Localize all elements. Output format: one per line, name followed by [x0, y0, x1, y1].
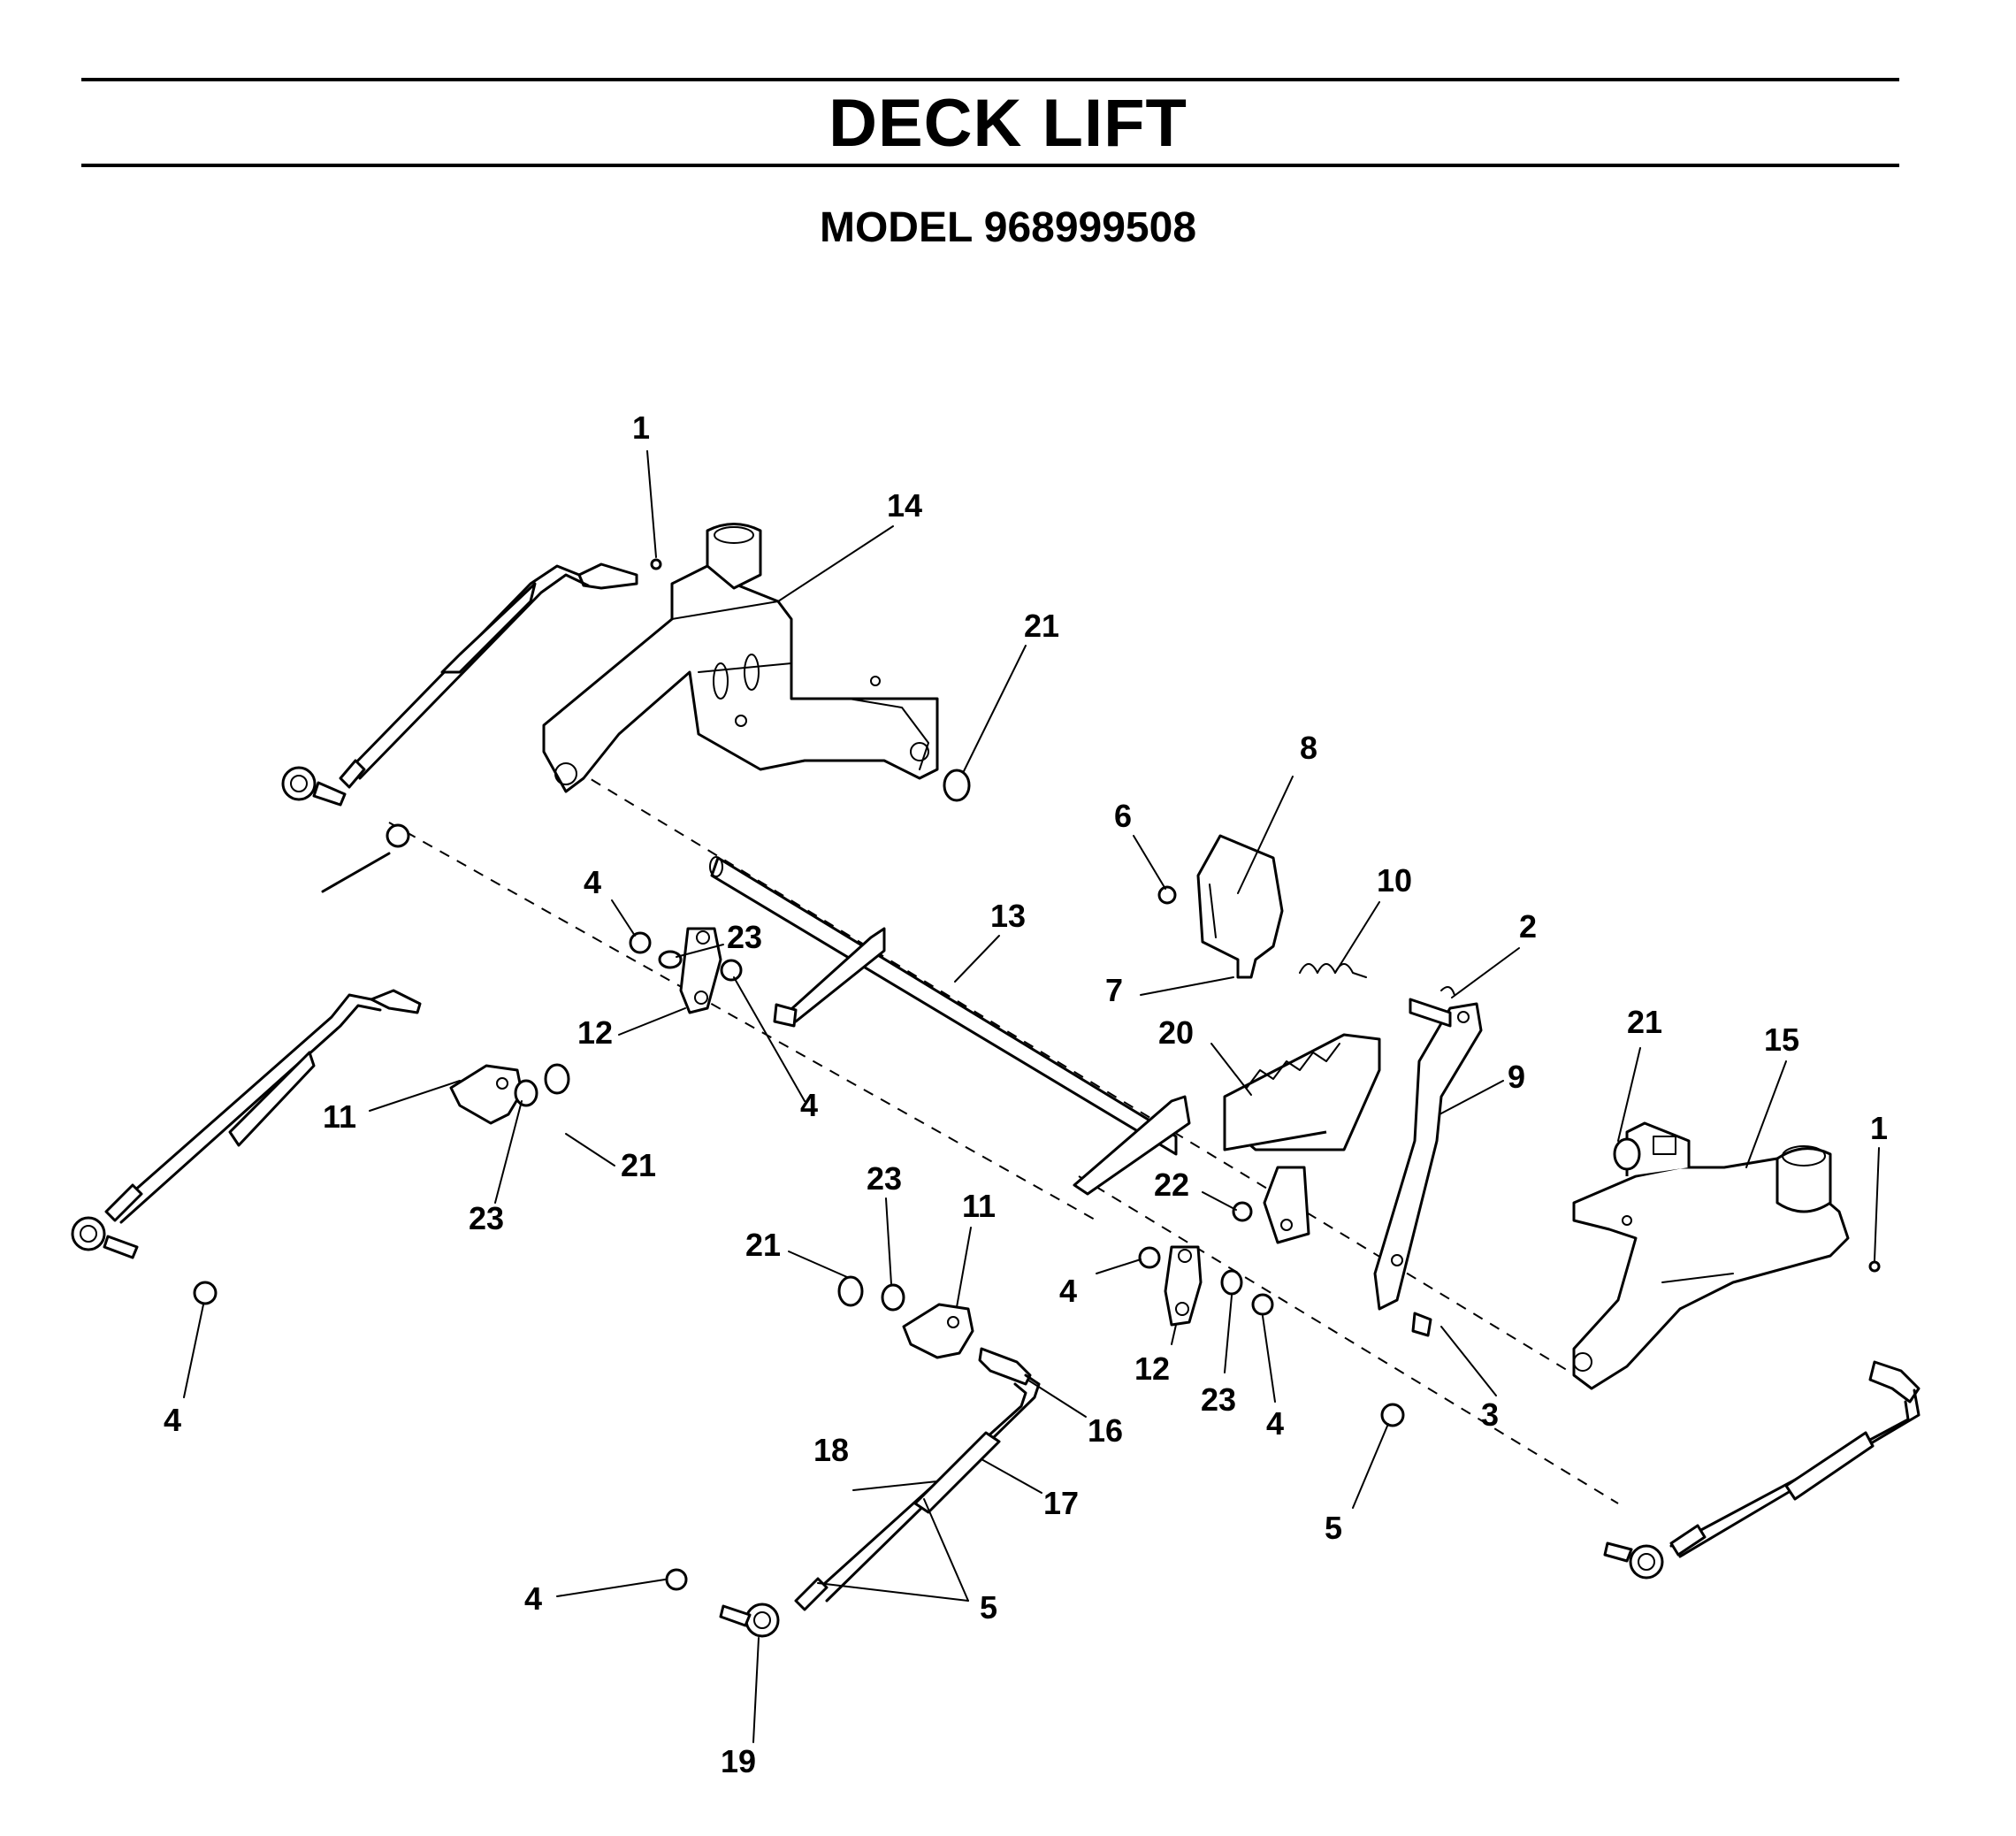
callout-4-mid: 4: [800, 1087, 818, 1123]
pedal-assembly: [1196, 834, 1483, 1311]
callout-21-center: 21: [745, 1227, 781, 1263]
callout-1-right: 1: [1870, 1110, 1888, 1146]
callout-21-right: 21: [1627, 1004, 1662, 1040]
callout-1-top: 1: [632, 409, 650, 446]
callout-5-right: 5: [1325, 1510, 1342, 1546]
bottom-rule: [81, 164, 1899, 167]
callout-4-bottom: 4: [524, 1580, 542, 1617]
right-drag-link: [1603, 1360, 1921, 1580]
callout-21-top: 21: [1024, 608, 1059, 644]
callout-5-bottom: 5: [980, 1589, 997, 1626]
callout-17: 17: [1043, 1485, 1079, 1521]
callout-12-right: 12: [1134, 1350, 1170, 1387]
middle-left-drag-link: [71, 989, 422, 1259]
model-label: MODEL 968999508: [819, 204, 1197, 251]
callout-8: 8: [1300, 730, 1317, 766]
callout-11-left: 11: [323, 1098, 356, 1135]
assembly-lines: [321, 769, 1619, 1504]
callout-7: 7: [1105, 972, 1123, 1008]
left-lift-bracket: [542, 523, 939, 793]
callout-23-center: 23: [867, 1160, 902, 1197]
page-title: DECK LIFT: [829, 86, 1187, 161]
callout-20: 20: [1158, 1014, 1194, 1051]
top-rule: [81, 78, 1899, 81]
callout-10: 10: [1377, 862, 1412, 899]
link-plates: [679, 927, 1203, 1327]
callout-9: 9: [1508, 1059, 1525, 1095]
callout-22: 22: [1154, 1167, 1189, 1203]
callout-19: 19: [721, 1743, 756, 1779]
callout-3: 3: [1481, 1396, 1499, 1433]
callout-18: 18: [813, 1432, 849, 1468]
callout-14: 14: [887, 487, 922, 524]
leader-lines: [183, 450, 1880, 1743]
bottom-drag-link: [719, 1347, 1041, 1638]
callout-16: 16: [1088, 1412, 1123, 1449]
callout-21-left: 21: [621, 1147, 656, 1183]
callout-4-right-plate: 4: [1059, 1273, 1077, 1309]
main-lift-shaft: [709, 856, 1310, 1244]
callout-2: 2: [1519, 908, 1537, 945]
callout-4-left: 4: [164, 1402, 181, 1438]
callout-11-center: 11: [962, 1188, 996, 1224]
callout-23-upper: 23: [727, 919, 762, 955]
mounting-brackets: [449, 1064, 974, 1359]
callout-12-left: 12: [577, 1014, 613, 1051]
callout-23-left: 23: [469, 1200, 504, 1236]
upper-left-drag-link: [281, 562, 638, 807]
right-lift-bracket: [1572, 1121, 1850, 1390]
callout-23-right: 23: [1201, 1381, 1236, 1418]
callout-15: 15: [1764, 1021, 1799, 1058]
callout-4-upper: 4: [584, 864, 601, 900]
callout-4-right: 4: [1266, 1405, 1284, 1442]
callout-13: 13: [990, 898, 1026, 934]
callout-6: 6: [1114, 798, 1132, 834]
hardware: [193, 558, 1881, 1591]
callout-numbers: 1 14 21 8 6 10 2 4 23 13 7 12 4 20 9 21 …: [164, 409, 1888, 1779]
